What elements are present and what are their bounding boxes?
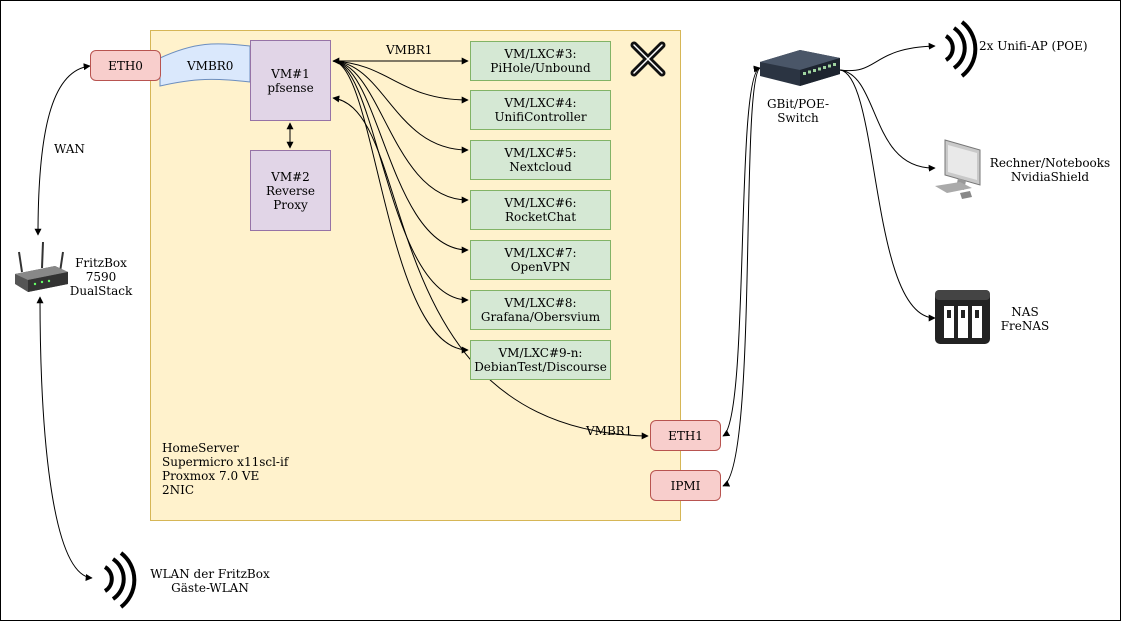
clients-label: Rechner/Notebooks NvidiaShield — [989, 156, 1111, 184]
wifi-icon — [103, 551, 137, 609]
lxc7-openvpn: VM/LXC#7: OpenVPN — [470, 240, 611, 280]
vm2-reverse-proxy: VM#2 Reverse Proxy — [250, 150, 331, 231]
switch-label: GBit/POE- Switch — [766, 97, 830, 125]
lxc9-label: VM/LXC#9-n: DebianTest/Discourse — [474, 346, 607, 374]
vmbr1-top-label: VMBR1 — [386, 43, 433, 57]
ipmi-switch-connector — [722, 67, 761, 487]
unifi-ap-label: 2x Unifi-AP (POE) — [979, 39, 1088, 53]
vm2-label: VM#2 Reverse Proxy — [265, 169, 315, 212]
wifi-icon — [944, 20, 978, 78]
nas-label: NAS FreNAS — [1000, 305, 1050, 333]
wlan-connector — [36, 296, 93, 582]
eth1-switch-connector — [722, 65, 761, 437]
eth1-label: ETH1 — [668, 428, 703, 443]
switch-nas-connector — [839, 69, 936, 322]
switch-clients-connector — [839, 69, 936, 172]
wan-label: WAN — [54, 142, 85, 156]
lxc3-pihole: VM/LXC#3: PiHole/Unbound — [470, 41, 611, 81]
eth0-label: ETH0 — [108, 58, 143, 73]
ipmi-label: IPMI — [670, 478, 701, 493]
lxc4-unifi: VM/LXC#4: UnifiController — [470, 90, 611, 130]
proxmox-logo-icon — [630, 41, 666, 77]
lxc6-rocketchat: VM/LXC#6: RocketChat — [470, 190, 611, 230]
router-icon — [15, 241, 68, 292]
nas-icon — [935, 290, 990, 344]
vmbr1-eth1-connector — [332, 95, 649, 440]
lxc5-nextcloud: VM/LXC#5: Nextcloud — [470, 140, 611, 180]
monitor-icon — [935, 139, 981, 199]
vm1-pfsense: VM#1 pfsense — [250, 40, 331, 121]
wlan-label: WLAN der FritzBox Gäste-WLAN — [150, 567, 270, 595]
fritzbox-label: FritzBox 7590 DualStack — [69, 256, 133, 298]
lxc8-grafana: VM/LXC#8: Grafana/Obersvium — [470, 290, 611, 330]
wan-connector — [34, 63, 91, 236]
vmbr0-label: VMBR0 — [187, 59, 234, 73]
eth0-nic: ETH0 — [90, 50, 161, 81]
lxc4-label: VM/LXC#4: UnifiController — [494, 96, 587, 124]
ipmi-nic: IPMI — [650, 470, 721, 501]
vmbr1-bottom-label: VMBR1 — [586, 424, 633, 438]
lxc8-label: VM/LXC#8: Grafana/Obersvium — [480, 296, 601, 324]
lxc3-label: VM/LXC#3: PiHole/Unbound — [490, 47, 591, 75]
lxc6-label: VM/LXC#6: RocketChat — [504, 196, 577, 224]
vm1-label: VM#1 pfsense — [267, 66, 314, 95]
lxc9-debiantest: VM/LXC#9-n: DebianTest/Discourse — [470, 340, 611, 380]
lxc5-label: VM/LXC#5: Nextcloud — [504, 146, 577, 174]
switch-icon — [760, 50, 840, 86]
switch-ap-connector — [839, 42, 936, 72]
homeserver-label: HomeServer Supermicro x11scl-if Proxmox … — [162, 441, 289, 497]
lxc7-label: VM/LXC#7: OpenVPN — [504, 246, 577, 274]
eth1-nic: ETH1 — [650, 420, 721, 451]
